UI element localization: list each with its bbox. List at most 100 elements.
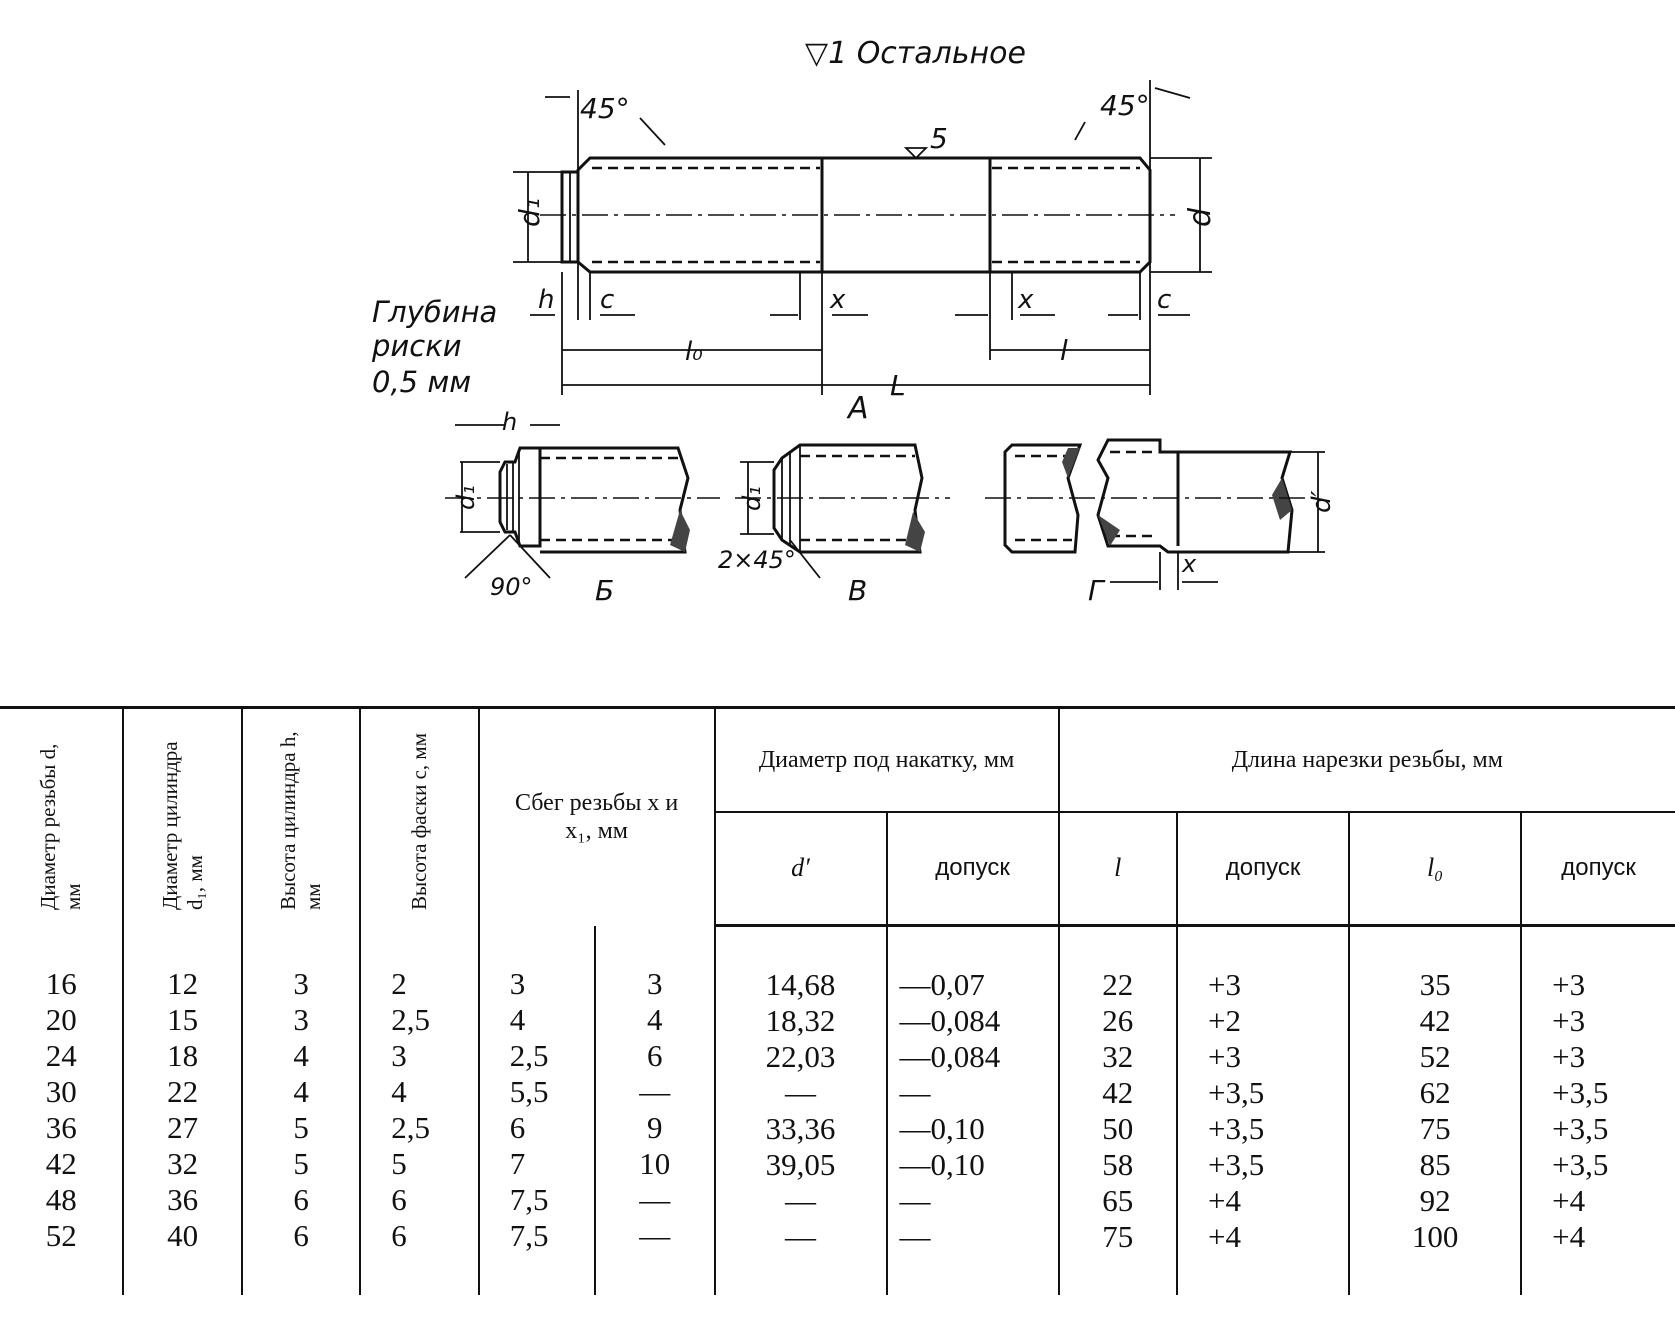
dim-l-label: l xyxy=(1060,334,1068,367)
groove-note-line3: 0,5 мм xyxy=(372,365,471,399)
table-cell: 42 xyxy=(45,1145,77,1181)
detail-v-view-label: В xyxy=(848,574,867,607)
detail-g-dprime-label: d′ xyxy=(1307,490,1337,513)
table-cell: 27 xyxy=(167,1109,199,1145)
table-cell: +3,5 xyxy=(1552,1111,1609,1146)
detail-v-d1-label: d₁ xyxy=(738,486,766,511)
header-chamfer-height: Высота фаски c, мм xyxy=(359,706,479,926)
dim-d-label: d xyxy=(1183,207,1218,227)
table-cell: 7,5 xyxy=(509,1217,549,1253)
main-view-a: d₁ d 45° 45° 5 h c x xyxy=(513,80,1218,426)
table-cell: — xyxy=(899,1219,931,1254)
table-cell: 52 xyxy=(1419,1039,1451,1074)
table-cell: 12 xyxy=(167,965,199,1001)
table-cell: 3 xyxy=(647,965,663,1001)
table-cell: +3 xyxy=(1208,1039,1241,1074)
table-cell: 4 xyxy=(293,1037,309,1073)
table-cell: 36 xyxy=(45,1109,77,1145)
dim-x-left-label: x xyxy=(829,285,846,315)
table-cell: +3,5 xyxy=(1208,1147,1265,1182)
table-cell: 4 xyxy=(293,1073,309,1109)
table-cell: 85 xyxy=(1419,1147,1451,1182)
table-cell: +4 xyxy=(1552,1183,1586,1218)
col-knurl-tol: —0,07—0,084—0,084——0,10—0,10—— xyxy=(885,925,1059,1295)
table-cell: 50 xyxy=(1102,1111,1134,1146)
dim-c-right-label: c xyxy=(1157,285,1171,315)
table-cell: 2,5 xyxy=(391,1109,431,1145)
table-cell: 14,68 xyxy=(765,967,836,1002)
angle-right-label: 45° xyxy=(1100,89,1150,122)
table-cell: 3 xyxy=(509,965,526,1001)
table-cell: 3 xyxy=(293,1001,309,1037)
table-cell: 92 xyxy=(1419,1183,1451,1218)
table-cell: — xyxy=(785,1183,817,1218)
table-cell: 48 xyxy=(45,1181,77,1217)
table-cell: 6 xyxy=(509,1109,526,1145)
table-cell: 6 xyxy=(647,1037,663,1073)
dim-c-left-label: c xyxy=(600,285,614,315)
header-knurl-d: d′ xyxy=(713,811,887,927)
table-cell: 30 xyxy=(45,1073,77,1109)
detail-view-v: d₁ 2×45° В xyxy=(718,443,950,607)
detail-view-b: h d₁ 90° Б xyxy=(445,408,720,607)
header-thread-runout: Сбег резьбы x и x₁, мм xyxy=(477,706,715,926)
table-cell: 58 xyxy=(1102,1147,1134,1182)
table-cell: 35 xyxy=(1419,967,1451,1002)
table-cell: 9 xyxy=(647,1109,663,1145)
table-cell: +3,5 xyxy=(1552,1075,1609,1110)
table-cell: 5 xyxy=(391,1145,407,1181)
detail-b-h-label: h xyxy=(502,408,517,436)
table-cell: +4 xyxy=(1208,1183,1241,1218)
table-cell: 3 xyxy=(391,1037,407,1073)
table-cell: 6 xyxy=(391,1217,407,1253)
dim-x-right-label: x xyxy=(1017,285,1034,315)
dim-L-label: L xyxy=(890,369,906,402)
table-cell: 100 xyxy=(1411,1219,1459,1254)
header-l: l xyxy=(1057,811,1177,927)
table-cell: 52 xyxy=(45,1217,77,1253)
table-cell: 75 xyxy=(1102,1219,1134,1254)
table-cell: 3 xyxy=(293,965,309,1001)
header-cylinder-diameter: Диаметр цилиндра d₁, мм xyxy=(122,706,242,926)
header-knurl-tolerance: допуск xyxy=(885,811,1059,927)
table-cell: 36 xyxy=(167,1181,199,1217)
detail-g-x-label: x xyxy=(1181,550,1197,578)
table-cell: 33,36 xyxy=(765,1111,836,1146)
dim-h-label: h xyxy=(538,285,554,315)
table-cell: 26 xyxy=(1102,1003,1134,1038)
table-cell: 5 xyxy=(293,1145,309,1181)
detail-view-g: d′ x Г xyxy=(985,438,1337,607)
table-cell: — xyxy=(639,1073,671,1109)
stud-technical-drawing: ▽1 Остальное d₁ d 45° 45° xyxy=(371,36,1337,607)
table-cell: —0,084 xyxy=(899,1003,1001,1038)
table-cell: 40 xyxy=(167,1217,199,1253)
groove-note-line1: Глубина xyxy=(372,295,497,329)
table-cell: +3,5 xyxy=(1208,1111,1265,1146)
table-cell: 22 xyxy=(1102,967,1134,1002)
table-cell: +3,5 xyxy=(1208,1075,1265,1110)
table-cell: 18 xyxy=(167,1037,199,1073)
table-cell: 4 xyxy=(391,1073,407,1109)
table-cell: — xyxy=(639,1217,671,1253)
table-cell: 22,03 xyxy=(765,1039,836,1074)
header-l0-tolerance: допуск xyxy=(1520,811,1675,927)
table-cell: 6 xyxy=(293,1181,309,1217)
header-thread-diameter: Диаметр резьбы d, мм xyxy=(0,706,124,926)
table-cell: 42 xyxy=(1419,1003,1451,1038)
table-cell: +3 xyxy=(1552,1039,1586,1074)
detail-g-view-label: Г xyxy=(1088,574,1106,607)
detail-b-angle-label: 90° xyxy=(490,573,533,601)
table-cell: 42 xyxy=(1102,1075,1134,1110)
view-a-label: A xyxy=(846,391,869,426)
table-cell: 2 xyxy=(391,965,407,1001)
table-cell: 16 xyxy=(45,965,77,1001)
table-cell: 20 xyxy=(45,1001,77,1037)
table-cell: 6 xyxy=(293,1217,309,1253)
